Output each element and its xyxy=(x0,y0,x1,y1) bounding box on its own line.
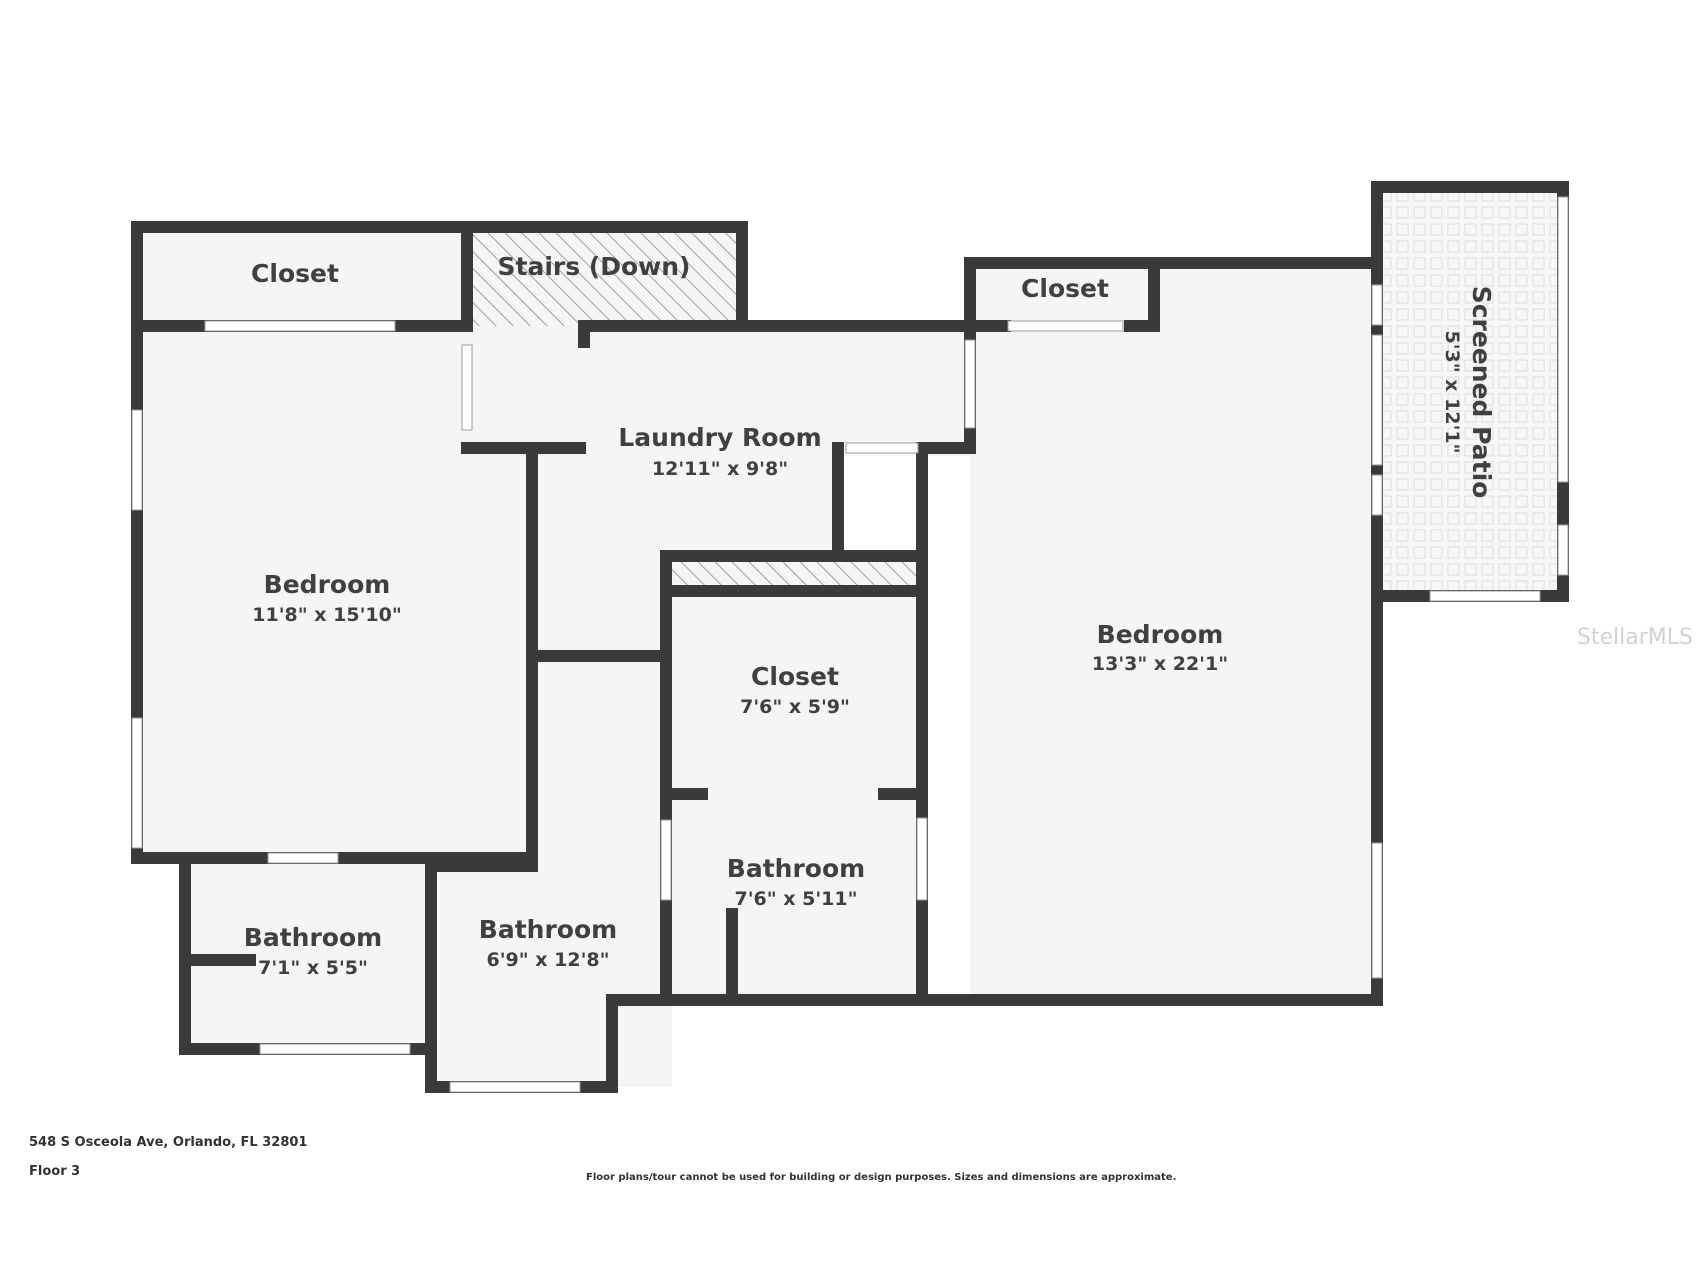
bedroom-right-label: Bedroom xyxy=(1097,620,1224,649)
stairs-label: Stairs (Down) xyxy=(498,252,691,281)
bathroom-left-label: Bathroom xyxy=(244,923,382,952)
laundry-floor xyxy=(467,326,970,456)
window xyxy=(449,1081,581,1093)
bathroom-left-dims: 7'1" x 5'5" xyxy=(258,957,368,979)
door-gap xyxy=(845,442,919,454)
bathroom-mid-label: Bathroom xyxy=(479,915,617,944)
closet-center-label: Closet xyxy=(751,662,839,691)
door-gap xyxy=(964,339,976,429)
disclaimer-text: Floor plans/tour cannot be used for buil… xyxy=(586,1172,1177,1183)
door-gap xyxy=(916,817,928,901)
bedroom-left-dims: 11'8" x 15'10" xyxy=(252,604,401,626)
closet-top-right-floor xyxy=(974,263,1154,323)
address-text: 548 S Osceola Ave, Orlando, FL 32801 xyxy=(29,1135,308,1150)
window xyxy=(131,409,143,511)
window xyxy=(1557,524,1569,576)
window xyxy=(1371,842,1383,979)
window xyxy=(1557,196,1569,483)
stairs-floor xyxy=(467,227,737,337)
window xyxy=(259,1043,411,1055)
bedroom-left-label: Bedroom xyxy=(264,570,391,599)
bathroom-mid-dims: 6'9" x 12'8" xyxy=(486,949,609,971)
window xyxy=(1371,474,1383,516)
floor-label: Floor 3 xyxy=(29,1164,81,1179)
door-gap xyxy=(1007,320,1124,332)
patio-floor xyxy=(1382,192,1558,592)
hatched-strip-center xyxy=(672,562,922,586)
window xyxy=(131,717,143,849)
closet-top-right-label: Closet xyxy=(1021,274,1109,303)
center-floor xyxy=(672,556,922,1000)
window xyxy=(204,320,396,332)
door-gap xyxy=(660,819,672,901)
door-gap xyxy=(267,852,339,864)
bathroom-center-dims: 7'6" x 5'11" xyxy=(734,888,857,910)
window xyxy=(1429,590,1541,602)
door-gap xyxy=(461,344,473,431)
room-labels: Closet Stairs (Down) Closet Laundry Room… xyxy=(244,252,1693,979)
closet-top-left-label: Closet xyxy=(251,259,339,288)
bedroom-right-floor xyxy=(970,263,1377,1000)
closet-top-left-floor xyxy=(137,227,467,326)
patio-dims: 5'3" x 12'1" xyxy=(1441,330,1463,453)
watermark: StellarMLS xyxy=(1577,625,1693,650)
windows-and-doors xyxy=(131,196,1569,1093)
closet-center-dims: 7'6" x 5'9" xyxy=(740,696,850,718)
bedroom-right-dims: 13'3" x 22'1" xyxy=(1092,653,1228,675)
patio-label: Screened Patio xyxy=(1467,286,1496,499)
bathroom-center-label: Bathroom xyxy=(727,854,865,883)
window xyxy=(1371,284,1383,326)
bathroom-left-floor xyxy=(189,858,427,1049)
laundry-label: Laundry Room xyxy=(618,423,821,452)
laundry-dims: 12'11" x 9'8" xyxy=(652,458,788,480)
door-gap xyxy=(1371,334,1383,466)
